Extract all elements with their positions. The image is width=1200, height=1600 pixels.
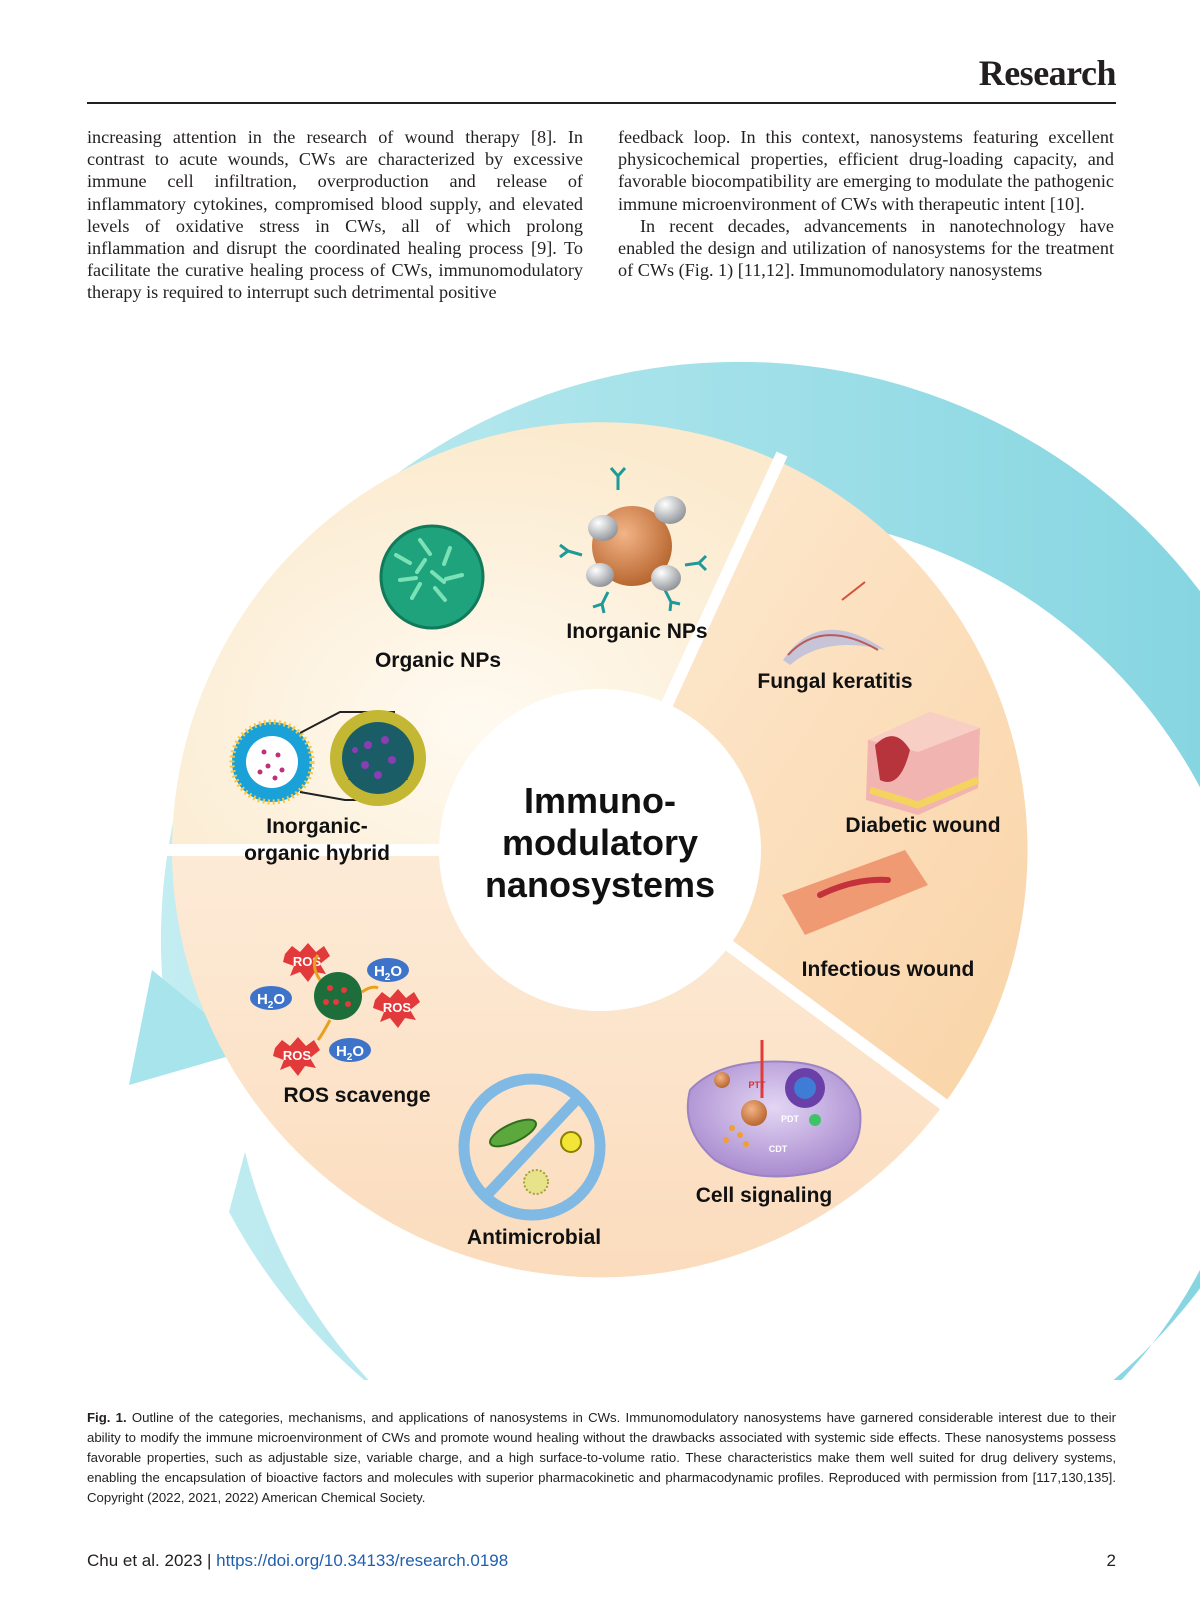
label-antimicrobial: Antimicrobial [467, 1226, 601, 1249]
svg-text:H2O: H2O [257, 991, 285, 1011]
label-organic-nps: Organic NPs [375, 649, 501, 672]
figure-1-diagram: Immuno- modulatory nanosystems Organic N… [129, 361, 1200, 1380]
label-fungal-keratitis: Fungal keratitis [757, 670, 912, 693]
footer-citation: Chu et al. 2023 | https://doi.org/10.341… [87, 1551, 508, 1571]
svg-text:H2O: H2O [374, 963, 402, 983]
footer-authors: Chu et al. 2023 | [87, 1551, 217, 1570]
cell-signaling-icon: PTT PDT CDT [686, 1040, 862, 1178]
label-inorganic-nps: Inorganic NPs [566, 620, 707, 643]
header-rule [87, 102, 1116, 104]
svg-text:ROS: ROS [383, 1000, 412, 1015]
body-column-right: feedback loop. In this context, nanosyst… [618, 126, 1114, 281]
svg-text:PTT: PTT [749, 1080, 767, 1090]
body-paragraph: increasing attention in the research of … [87, 127, 583, 303]
caption-label: Fig. 1. [87, 1410, 127, 1425]
cycle-arrow-head [129, 970, 250, 1085]
ros-scavenging-icon: ROS ROS ROS H2O H2O H2O [250, 943, 420, 1076]
label-cell-signaling: Cell signaling [696, 1184, 833, 1207]
center-title-line1: Immuno- [524, 780, 676, 821]
eye-cornea-icon [783, 581, 885, 665]
doi-link[interactable]: https://doi.org/10.34133/research.0198 [216, 1551, 509, 1570]
inorganic-np-icon [559, 467, 708, 614]
journal-logo: Research [978, 53, 1117, 93]
body-column-left: increasing attention in the research of … [87, 126, 583, 304]
body-paragraph: In recent decades, advancements in nanot… [618, 215, 1114, 281]
organic-np-sphere-icon [379, 524, 485, 630]
svg-text:ROS: ROS [283, 1048, 312, 1063]
svg-text:CDT: CDT [769, 1144, 788, 1154]
page-number: 2 [1106, 1551, 1116, 1570]
center-title-line3: nanosystems [485, 864, 715, 905]
skin-tissue-icon [866, 712, 980, 815]
caption-text: Outline of the categories, mechanisms, a… [87, 1410, 1116, 1505]
wound-skin-patch-icon [782, 850, 928, 935]
label-diabetic-wound: Diabetic wound [845, 814, 1000, 837]
label-hybrid-line1: Inorganic- [266, 815, 368, 838]
center-title-line2: modulatory [502, 822, 698, 863]
svg-text:PDT: PDT [781, 1114, 800, 1124]
label-ros-scavenge: ROS scavenge [283, 1084, 430, 1107]
no-bacteria-icon [458, 1073, 606, 1221]
label-hybrid-line2: organic hybrid [244, 842, 390, 865]
svg-text:H2O: H2O [336, 1043, 364, 1063]
center-circle [439, 689, 761, 1011]
body-paragraph: feedback loop. In this context, nanosyst… [618, 127, 1114, 214]
hybrid-nanoparticle-icon [229, 710, 426, 806]
figure-caption: Fig. 1. Outline of the categories, mecha… [87, 1408, 1116, 1508]
label-infectious-wound: Infectious wound [802, 958, 975, 981]
